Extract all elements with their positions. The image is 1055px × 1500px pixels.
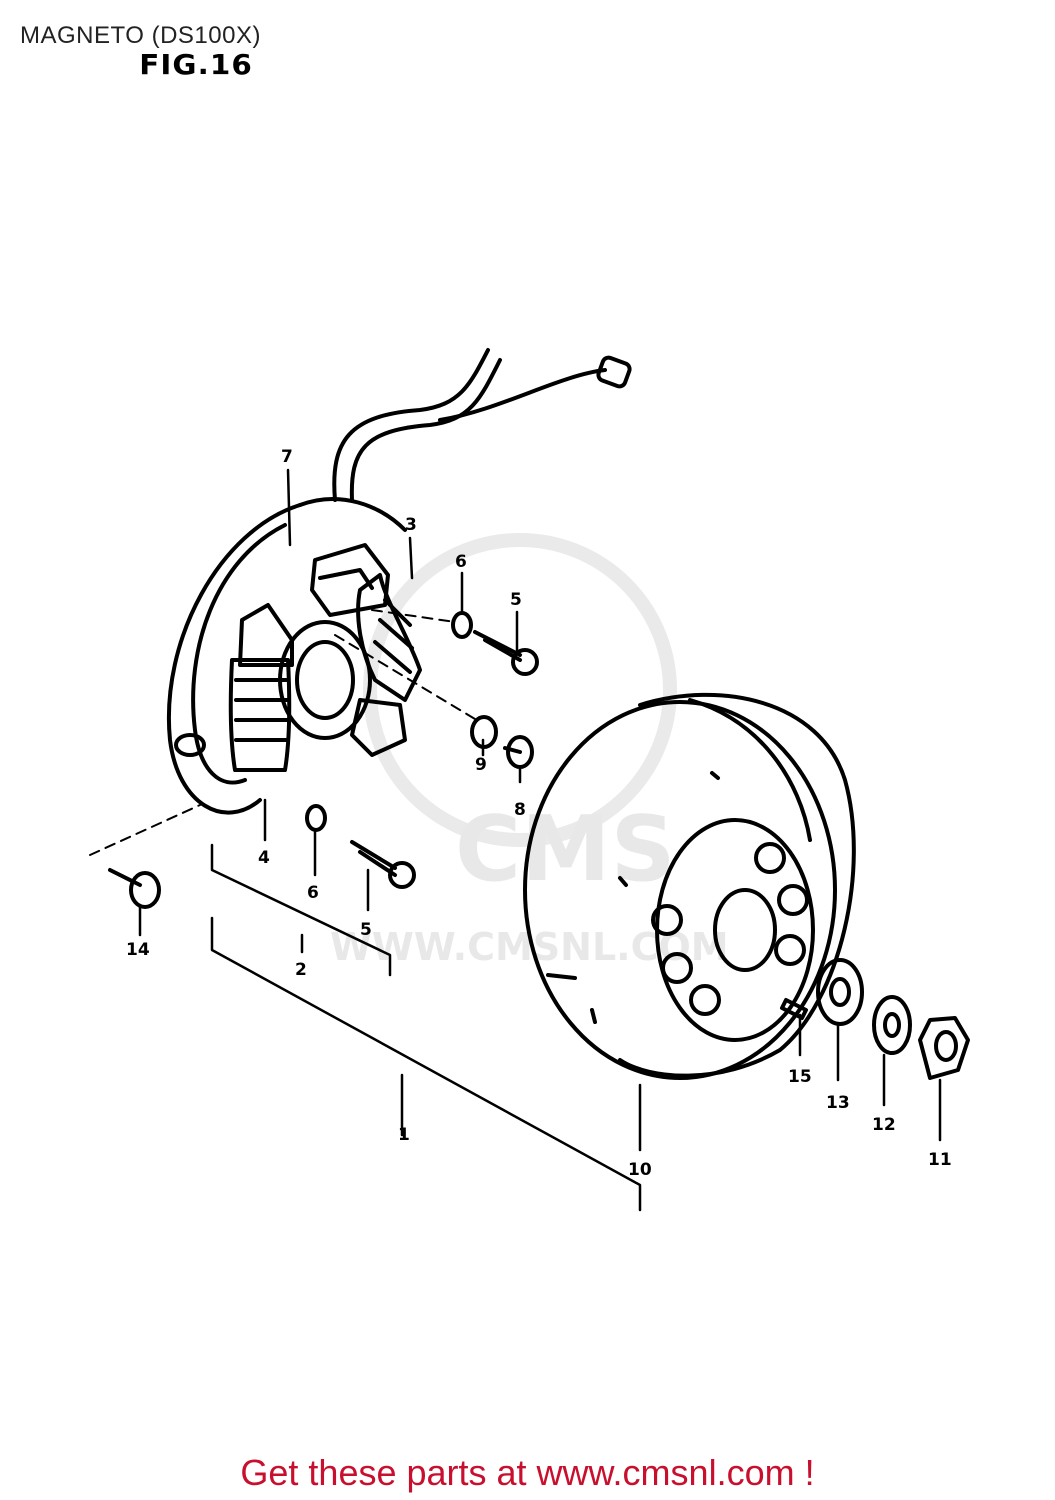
- callout-labels: 1 2 3 4 5 5 6 6 7 8 9 10 11 12 13 14 15: [126, 447, 952, 1180]
- screw-14: [108, 868, 161, 909]
- source-coil: [228, 603, 294, 772]
- callout-11: 11: [928, 1150, 952, 1170]
- callout-13: 13: [826, 1093, 850, 1113]
- key-15: [780, 998, 808, 1020]
- leader-lines: [138, 468, 942, 1212]
- screw-8: [503, 735, 534, 769]
- washer-6-upper: [451, 611, 473, 639]
- callout-4: 4: [258, 848, 270, 868]
- screw-5-upper: [473, 630, 539, 676]
- lock-washer-12: [872, 995, 912, 1055]
- callout-1: 1: [398, 1125, 410, 1145]
- callout-6-upper: 6: [455, 552, 467, 572]
- callout-12: 12: [872, 1115, 896, 1135]
- callout-2: 2: [295, 960, 307, 980]
- callout-5-upper: 5: [510, 590, 522, 610]
- contact-breaker: [310, 543, 390, 617]
- callout-5-lower: 5: [360, 920, 372, 940]
- alignment-dashes: [89, 609, 481, 856]
- callout-9: 9: [475, 755, 487, 775]
- watermark-logo-text: CMS: [455, 797, 675, 902]
- get-parts-link[interactable]: Get these parts at www.cmsnl.com !: [240, 1452, 815, 1493]
- callout-8: 8: [514, 800, 526, 820]
- page-title: MAGNETO (DS100X): [20, 22, 261, 49]
- callout-10: 10: [628, 1160, 652, 1180]
- nut-11: [918, 1016, 970, 1080]
- callout-3: 3: [405, 515, 417, 535]
- screw-5-lower: [350, 840, 416, 889]
- callout-6-lower: 6: [307, 883, 319, 903]
- washer-13: [816, 958, 864, 1026]
- callout-14: 14: [126, 940, 150, 960]
- condenser: [350, 698, 407, 757]
- wiring-harness: [332, 348, 632, 502]
- callout-7: 7: [281, 447, 293, 467]
- flywheel-rotor: [523, 693, 856, 1080]
- callout-15: 15: [788, 1067, 812, 1087]
- washer-6-lower: [305, 804, 327, 832]
- figure-label: FIG.16: [139, 48, 253, 81]
